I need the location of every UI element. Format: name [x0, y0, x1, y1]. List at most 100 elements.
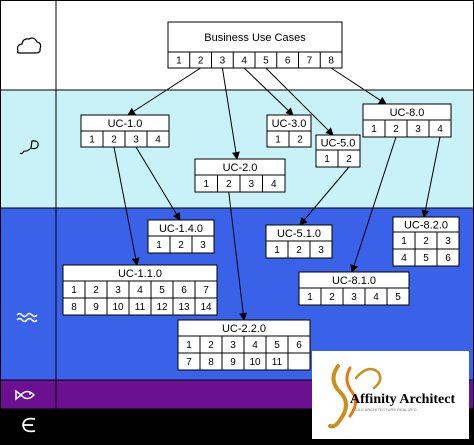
cell-uc810-3: 3 [351, 292, 357, 303]
cell-uc220-5: 5 [274, 340, 280, 351]
logo-tagline: AGILE ARCHITECTURE REALIZED [352, 407, 417, 412]
cell-uc820-6: 6 [445, 253, 451, 264]
arrow-business-5-to-uc5 [265, 67, 334, 136]
arrow-business-8-to-uc8 [330, 67, 387, 105]
logo-name: Affinity Architect [350, 392, 455, 407]
cell-uc110-5: 5 [159, 285, 165, 296]
cell-uc510-3: 3 [318, 245, 324, 256]
cell-business-2: 2 [198, 56, 204, 67]
cell-uc5-1: 1 [324, 154, 330, 165]
cell-uc820-2: 2 [423, 236, 429, 247]
box-title-uc2: UC-2.0 [223, 162, 258, 174]
cell-uc5-2: 2 [346, 154, 352, 165]
cell-uc1-2: 2 [111, 135, 117, 146]
cell-uc810-5: 5 [395, 292, 401, 303]
use-case-box-uc810: UC-8.1.0 1 2 3 4 5 [298, 271, 410, 306]
cell-business-3: 3 [220, 56, 226, 67]
use-case-box-uc3: UC-3.0 1 2 [266, 114, 312, 148]
kite-icon [19, 140, 39, 155]
cell-uc110-10: 10 [112, 302, 124, 313]
cell-uc510-2: 2 [296, 245, 302, 256]
arrow-uc1-3-to-uc140 [135, 146, 181, 221]
cell-uc110-3: 3 [115, 285, 121, 296]
box-title-uc810: UC-8.1.0 [332, 275, 376, 287]
use-case-box-uc2: UC-2.0 1 2 3 4 [194, 158, 286, 193]
cell-uc110-14: 14 [200, 302, 212, 313]
box-title-uc5: UC-5.0 [321, 138, 356, 150]
fish-icon [15, 389, 36, 401]
cell-uc820-3: 3 [445, 236, 451, 247]
cell-business-1: 1 [176, 56, 182, 67]
cell-uc220-8: 8 [208, 357, 214, 368]
box-title-uc3: UC-3.0 [272, 118, 307, 130]
cell-uc8-3: 3 [415, 124, 421, 135]
cell-uc220-6: 6 [296, 340, 302, 351]
arrow-uc2-2-to-uc220 [228, 191, 248, 321]
arrow-uc1-2-to-uc110 [113, 146, 140, 266]
cell-uc110-8: 8 [71, 302, 77, 313]
box-title-uc8: UC-8.0 [390, 107, 425, 119]
cell-uc110-4: 4 [137, 285, 143, 296]
cell-uc140-1: 1 [156, 240, 162, 251]
use-case-box-uc510: UC-5.1.0 1 2 3 [265, 224, 333, 259]
use-case-box-uc5: UC-5.0 1 2 [315, 134, 361, 168]
cell-uc810-1: 1 [307, 292, 313, 303]
cell-uc1-4: 4 [155, 135, 161, 146]
cell-business-4: 4 [241, 56, 247, 67]
box-title-uc510: UC-5.1.0 [277, 228, 321, 240]
arrow-business-3-to-uc2 [221, 67, 240, 160]
cell-uc220-11: 11 [272, 357, 283, 368]
cell-uc510-1: 1 [274, 245, 280, 256]
cell-uc110-6: 6 [181, 285, 187, 296]
cell-uc110-12: 12 [156, 302, 168, 313]
arrow-uc8-2-to-uc810 [350, 136, 397, 273]
box-title-uc220: UC-2.2.0 [222, 323, 266, 335]
cell-uc140-3: 3 [200, 240, 206, 251]
cell-uc3-1: 1 [275, 135, 281, 146]
use-case-box-uc8: UC-8.0 1 2 3 4 [362, 103, 452, 138]
cell-business-6: 6 [285, 56, 291, 67]
cell-uc110-9: 9 [93, 302, 99, 313]
cell-uc810-2: 2 [329, 292, 335, 303]
cell-uc2-2: 2 [226, 179, 232, 190]
cloud-icon [16, 37, 42, 54]
cell-uc8-2: 2 [393, 124, 399, 135]
cell-uc8-4: 4 [437, 124, 443, 135]
cell-uc140-2: 2 [178, 240, 184, 251]
cell-uc110-1: 1 [71, 285, 77, 296]
cell-uc220-1: 1 [186, 340, 192, 351]
cell-uc110-2: 2 [93, 285, 99, 296]
arrow-uc8-4-to-uc820 [421, 136, 441, 218]
cell-uc2-1: 1 [203, 179, 209, 190]
cell-uc2-4: 4 [271, 179, 277, 190]
cell-business-5: 5 [263, 56, 269, 67]
cell-uc110-11: 11 [135, 302, 146, 313]
cell-uc1-1: 1 [89, 135, 95, 146]
arrow-business-2-to-uc1 [127, 67, 201, 116]
cell-uc220-2: 2 [208, 340, 214, 351]
cell-uc220-7: 7 [186, 357, 192, 368]
waves-icon [16, 312, 38, 323]
cell-uc220-3: 3 [230, 340, 236, 351]
cell-uc2-3: 3 [248, 179, 254, 190]
cell-uc8-1: 1 [371, 124, 377, 135]
cell-uc810-4: 4 [373, 292, 379, 303]
clam-icon [22, 417, 36, 433]
cell-uc3-2: 2 [297, 135, 303, 146]
cell-uc220-10: 10 [249, 357, 261, 368]
cell-uc820-1: 1 [401, 236, 407, 247]
box-title-uc110: UC-1.1.0 [118, 268, 162, 280]
cell-business-8: 8 [328, 56, 334, 67]
box-title-uc1: UC-1.0 [108, 118, 143, 130]
arrow-business-4-to-uc3 [243, 67, 294, 116]
box-title-business: Business Use Cases [204, 32, 306, 44]
box-title-uc820: UC-8.2.0 [404, 220, 448, 232]
